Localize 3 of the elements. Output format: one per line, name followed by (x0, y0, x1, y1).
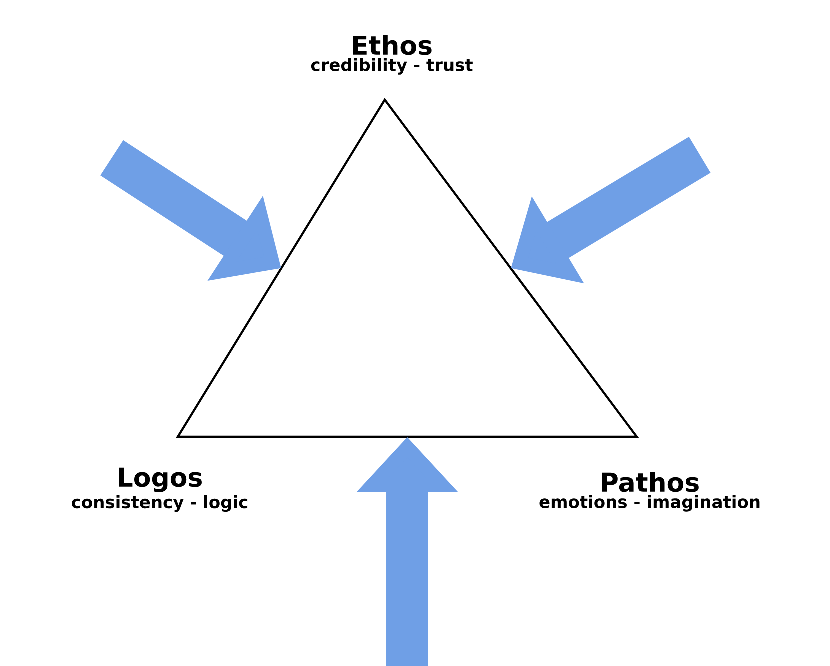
vertex-label: Ethos credibility - trust (311, 35, 473, 75)
vertex-label: Logos consistency - logic (72, 468, 248, 512)
vertex-label: Pathos emotions - imagination (540, 472, 760, 512)
